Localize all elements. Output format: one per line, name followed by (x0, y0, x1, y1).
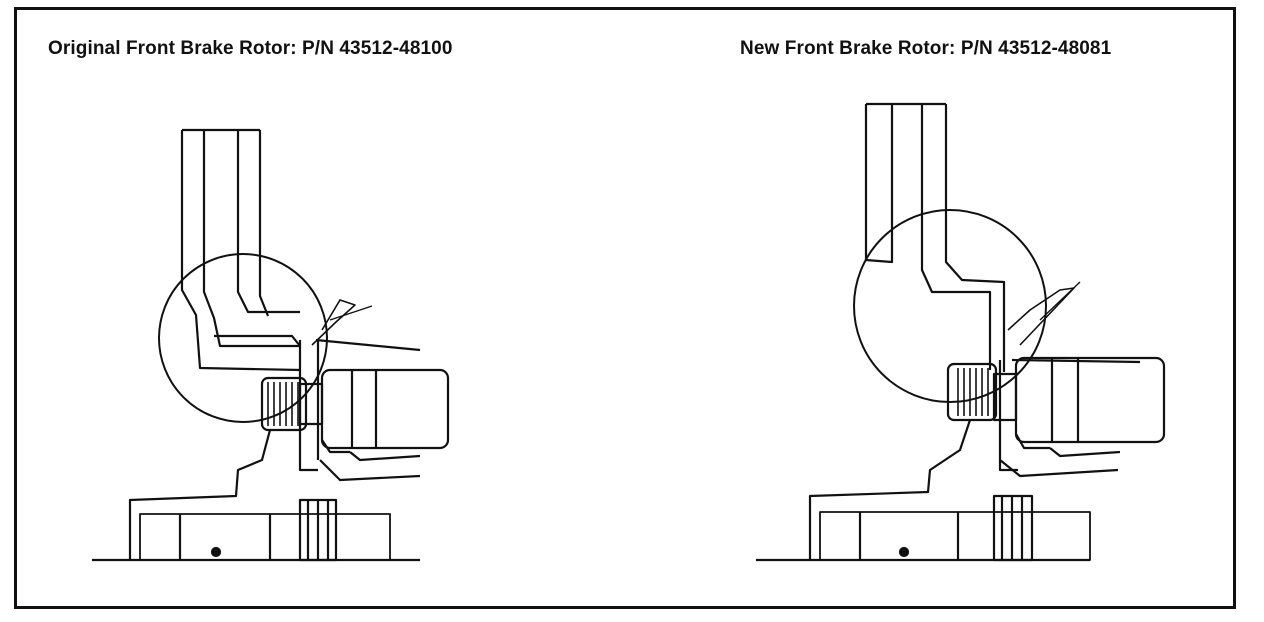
spring-clip (311, 299, 356, 346)
rotor-vent (944, 104, 1006, 372)
rotor-outer-plate (864, 104, 894, 264)
rotor-vent-right (258, 130, 270, 317)
rotor-hat (214, 334, 301, 347)
hub-body (808, 419, 972, 560)
rotor-inner-line (920, 104, 992, 370)
hub-body (128, 429, 272, 560)
stud-threads (267, 382, 299, 426)
rotor-inner-line (202, 130, 300, 348)
left-panel-title: Original Front Brake Rotor: P/N 43512-48… (48, 38, 453, 59)
rotor-vent-left (236, 130, 300, 314)
wheel-stud (260, 376, 308, 432)
stud-threads (957, 368, 989, 416)
right-panel-title: New Front Brake Rotor: P/N 43512-48081 (740, 38, 1112, 59)
rotor-outer-plate (180, 130, 301, 372)
spring-clip (1007, 287, 1075, 346)
detail-circle (853, 209, 1047, 403)
lug-nut (320, 368, 450, 450)
detail-circle (158, 253, 328, 423)
wheel-stud (946, 362, 998, 422)
lug-nut (1014, 356, 1166, 444)
